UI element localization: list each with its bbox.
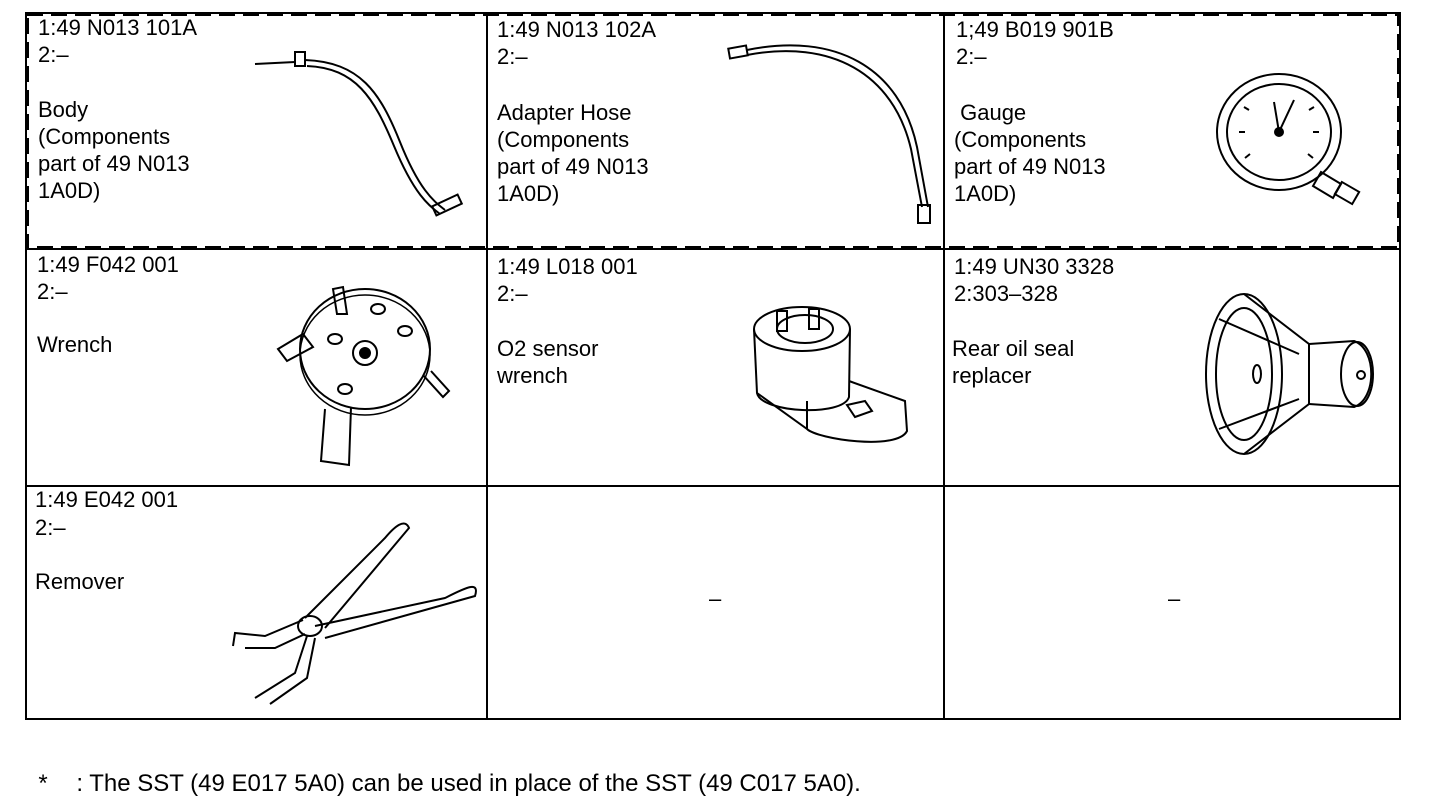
empty-dash: –: [709, 586, 722, 611]
tool-name: Wrench: [37, 332, 113, 357]
footnote-text: : The SST (49 E017 5A0) can be used in p…: [76, 770, 861, 797]
tool-name: Gauge (Components part of 49 N013 1A0D): [954, 100, 1106, 206]
tool-name: Body (Components part of 49 N013 1A0D): [38, 97, 190, 203]
part-number: 1:49 N013 101A: [38, 15, 198, 40]
wrench-icon: [276, 285, 451, 467]
reference: 2:–: [37, 279, 68, 304]
empty-cell: –: [944, 486, 1401, 720]
gauge-icon: [1216, 73, 1361, 206]
empty-dash: –: [1168, 586, 1181, 611]
part-number: 1:49 L018 001: [497, 254, 638, 279]
tool-cell: 1:49 N013 102A 2:– Adapter Hose (Compone…: [487, 12, 944, 249]
reference: 2:–: [38, 42, 69, 67]
part-number: 1:49 E042 001: [35, 487, 179, 512]
component-group-outline: [25, 12, 1401, 250]
reference: 2:–: [497, 44, 528, 69]
part-number: 1:49 N013 102A: [497, 17, 657, 42]
footnote-marker: *: [38, 770, 48, 797]
empty-cell: –: [487, 486, 944, 720]
part-number: 1:49 UN30 3328: [954, 254, 1115, 279]
reference: 2:–: [956, 44, 987, 69]
tool-name: Remover: [35, 569, 125, 594]
o2-sensor-wrench-icon: [753, 306, 909, 443]
tool-name: Adapter Hose (Components part of 49 N013…: [497, 100, 649, 206]
tool-cell: 1:49 UN30 3328 2:303–328 Rear oil seal r…: [944, 249, 1401, 486]
tool-cell: 1:49 E042 001 2:– Remover: [25, 486, 487, 720]
reference: 2:303–328: [954, 281, 1058, 306]
rear-oil-seal-replacer-icon: [1205, 293, 1374, 455]
reference: 2:–: [35, 515, 66, 540]
part-number: 1;49 B019 901B: [956, 17, 1114, 42]
tool-cell: 1;49 B019 901B 2:– Gauge (Components par…: [944, 12, 1401, 249]
tool-cell: 1:49 F042 001 2:– Wrench: [25, 249, 487, 486]
remover-pliers-icon: [232, 522, 477, 705]
tool-cell: 1:49 N013 101A 2:– Body (Components part…: [25, 12, 487, 249]
adapter-hose-icon: [727, 44, 931, 224]
tool-cell: 1:49 L018 001 2:– O2 sensor wrench: [487, 249, 944, 486]
footnote: * : The SST (49 E017 5A0) can be used in …: [25, 742, 861, 798]
tool-name: O2 sensor wrench: [497, 336, 599, 388]
tool-name: Rear oil seal replacer: [952, 336, 1075, 388]
sst-table: 1:49 N013 101A 2:– Body (Components part…: [25, 12, 1401, 720]
body-tool-icon: [254, 51, 464, 217]
reference: 2:–: [497, 281, 528, 306]
part-number: 1:49 F042 001: [37, 252, 179, 277]
table-grid: [25, 12, 1401, 720]
